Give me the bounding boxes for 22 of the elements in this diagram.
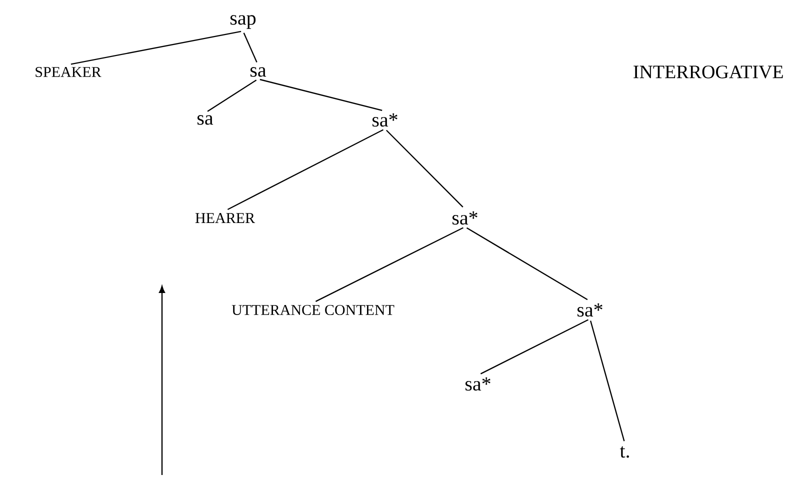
tree-label: t.	[620, 446, 629, 458]
tree-label: HEARER	[195, 213, 255, 223]
tree-branch	[70, 30, 242, 65]
tree-label: sa*	[578, 303, 602, 317]
tree-label: sap	[230, 15, 256, 29]
tree-label: sa*	[372, 113, 398, 127]
tree-branch	[207, 80, 257, 112]
tree-label: sa*	[452, 211, 478, 225]
tree-branch	[480, 319, 588, 374]
tree-branch	[386, 130, 464, 208]
tree-label: sa*	[466, 377, 490, 391]
tree-label: UTTERANCE CONTENT	[232, 304, 394, 316]
tree-label: sa	[198, 115, 214, 125]
heading-label: INTERROGATIVE	[634, 66, 783, 78]
tree-branch	[466, 227, 588, 300]
tree-label: sa	[250, 67, 266, 77]
tree-branch	[243, 32, 258, 62]
tree-branch	[315, 227, 464, 302]
tree-branch	[260, 78, 382, 111]
tree-branch	[590, 320, 625, 442]
tree-branch	[227, 129, 384, 210]
tree-label: SPEAKER	[36, 66, 102, 78]
